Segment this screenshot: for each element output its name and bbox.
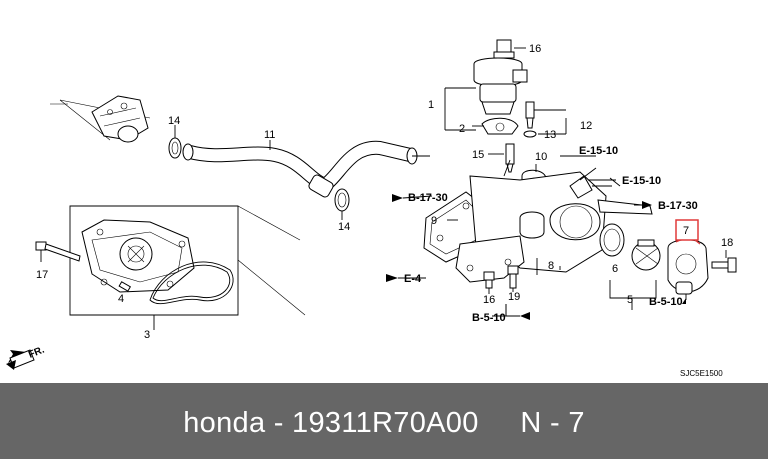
egr-valve xyxy=(444,39,528,135)
ref-b17-30-left: B-17-30 xyxy=(408,192,448,204)
part-number-19: 19 xyxy=(508,291,520,303)
thermostat xyxy=(609,239,661,310)
bolt-19 xyxy=(507,265,519,292)
ref-b5-10-thermostat: B-5-10 xyxy=(649,296,683,308)
ref-b17-30-right: B-17-30 xyxy=(658,200,698,212)
temperature-sensor xyxy=(488,143,515,173)
part-number-1: 1 xyxy=(428,99,434,111)
ref-b5-10-bottom: B-5-10 xyxy=(472,312,506,324)
part-number-9: 9 xyxy=(431,215,437,227)
thermostat-gasket xyxy=(599,223,625,257)
part-number-4: 4 xyxy=(118,293,124,305)
part-number-7-highlighted[interactable]: 7 xyxy=(683,225,689,237)
egr-sensor xyxy=(523,101,567,138)
water-passage-housing xyxy=(423,159,653,283)
ref-e4: E-4 xyxy=(404,273,422,285)
part-number-13: 13 xyxy=(544,129,556,141)
ref-e15-10-upper: E-15-10 xyxy=(579,145,618,157)
front-direction-label: FR. xyxy=(27,344,46,360)
water-pump-assembly xyxy=(69,205,306,330)
part-number-caption: honda - 19311R70A00 N - 7 xyxy=(183,407,585,439)
part-number-10: 10 xyxy=(535,151,547,163)
footer-bar: honda - 19311R70A00 N - 7 xyxy=(0,383,768,459)
part-number-15: 15 xyxy=(472,149,484,161)
part-number-11: 11 xyxy=(264,129,275,141)
o-ring-upper xyxy=(168,125,182,159)
reference-arrows xyxy=(386,155,690,320)
water-hose xyxy=(182,140,430,198)
reference-code-labels: E-15-10 E-15-10 B-17-30 B-17-30 E-4 B-5-… xyxy=(404,145,698,324)
part-number-17: 17 xyxy=(36,269,48,281)
part-number-8: 8 xyxy=(548,260,554,272)
part-number-12: 12 xyxy=(580,120,592,132)
part-number-16a: 16 xyxy=(529,43,541,55)
part-number-14b: 14 xyxy=(338,221,350,233)
part-number-18: 18 xyxy=(721,237,733,249)
part-number-3: 3 xyxy=(144,329,150,341)
bolt-17 xyxy=(35,241,81,262)
ref-e15-10-lower: E-15-10 xyxy=(622,175,661,187)
thermostat-cover xyxy=(667,219,709,300)
exploded-parts-diagram: 16 1 2 12 13 15 10 14 11 14 9 8 17 4 3 1… xyxy=(6,39,737,378)
o-ring-lower xyxy=(334,188,350,220)
part-number-6: 6 xyxy=(612,263,618,275)
part-number-2: 2 xyxy=(459,123,465,135)
engine-block-fragment xyxy=(50,95,151,143)
part-number-14a: 14 xyxy=(168,115,180,127)
bolt-18 xyxy=(711,250,737,273)
front-direction-arrow xyxy=(6,349,35,370)
diagram-code: SJC5E1500 xyxy=(680,369,723,378)
part-number-16b: 16 xyxy=(483,294,495,306)
part-number-5: 5 xyxy=(627,294,633,306)
part-number-labels: 16 1 2 12 13 15 10 14 11 14 9 8 17 4 3 1… xyxy=(36,43,733,341)
bolt-16-lower xyxy=(483,271,495,294)
